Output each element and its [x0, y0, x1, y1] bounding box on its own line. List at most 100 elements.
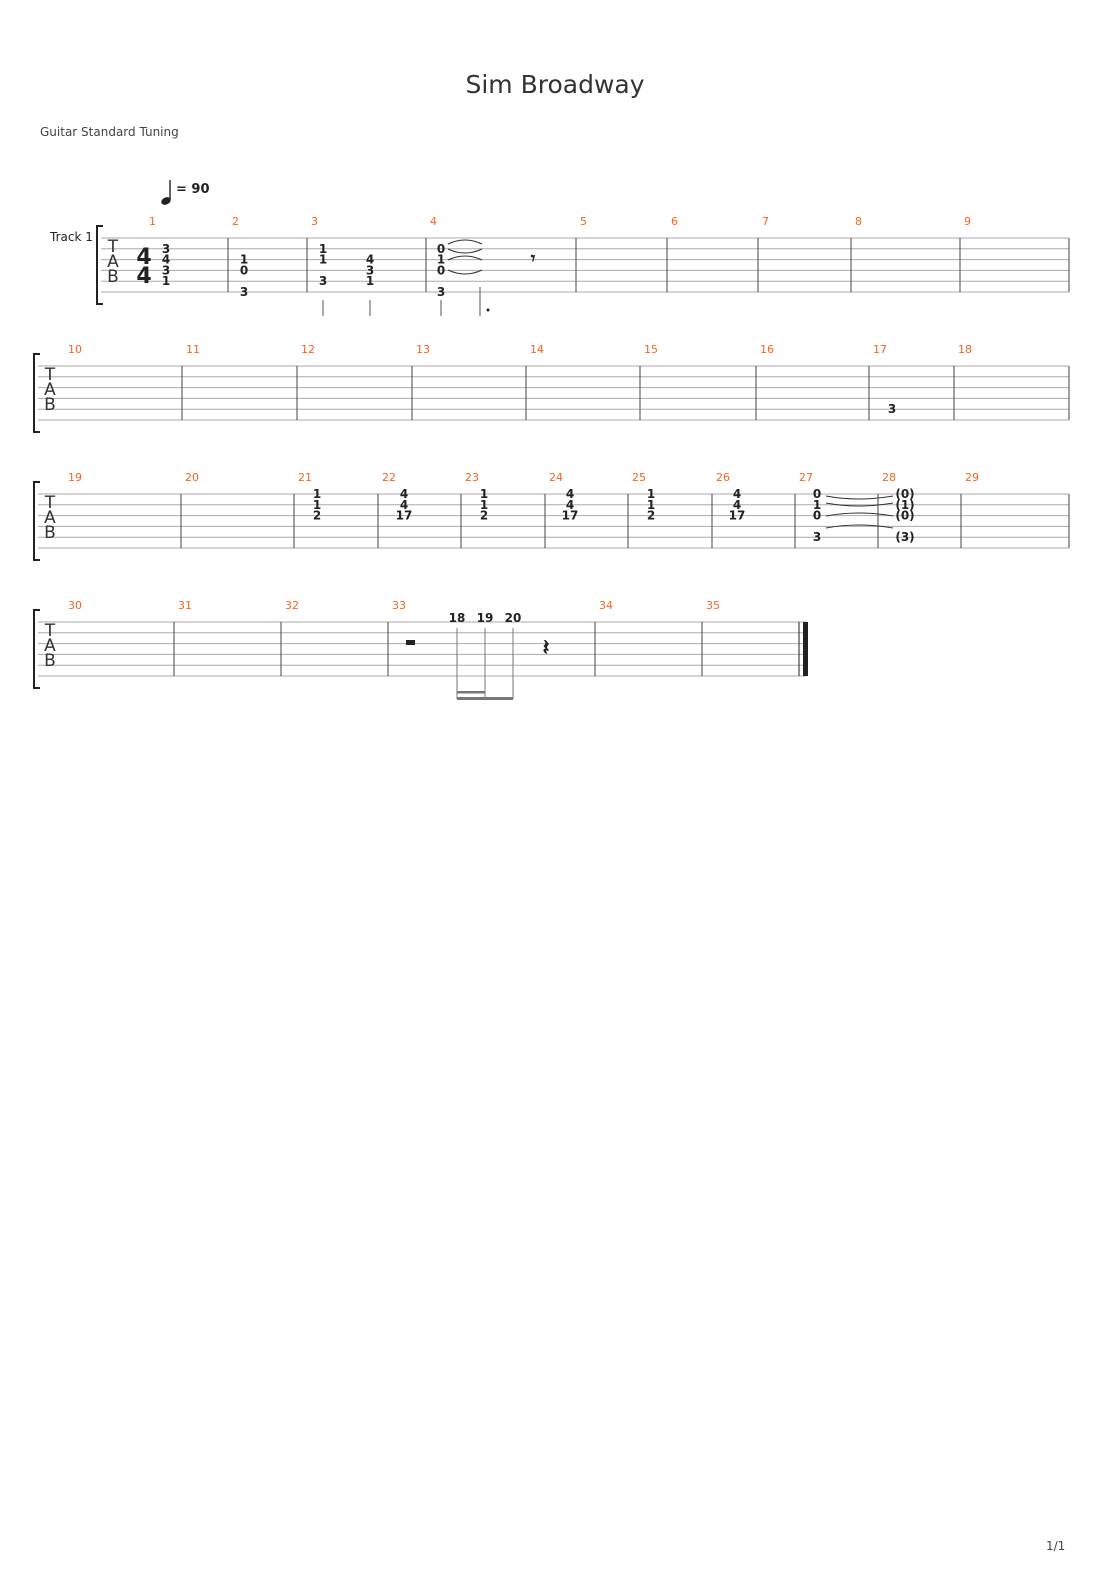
measure-number: 35	[706, 599, 720, 612]
fret-number: (1)	[895, 498, 914, 512]
measure-number: 33	[392, 599, 406, 612]
eighth-rest-icon: 𝄾	[531, 249, 536, 269]
fret-number: 1	[813, 498, 821, 512]
fret-number: 3	[813, 530, 821, 544]
measure-number: 32	[285, 599, 299, 612]
measure-number: 25	[632, 471, 646, 484]
fret-number: 19	[477, 611, 494, 625]
quarter-rest-icon: 𝄽	[543, 636, 550, 661]
measure-number: 28	[882, 471, 896, 484]
measure-number: 17	[873, 343, 887, 356]
fret-number: 4	[162, 253, 170, 267]
system-bracket	[33, 353, 40, 433]
fret-number: 1	[366, 274, 374, 288]
fret-number: (0)	[895, 509, 914, 523]
tab-letter-b: B	[44, 523, 56, 543]
fret-number: 4	[400, 498, 408, 512]
time-signature-bottom: 4	[136, 264, 151, 289]
measure-number: 10	[68, 343, 82, 356]
fret-number: 0	[437, 263, 445, 277]
measure-number: 23	[465, 471, 479, 484]
fret-number: 3	[162, 242, 170, 256]
page-number: 1/1	[1046, 1539, 1066, 1553]
measure-number: 7	[762, 215, 769, 228]
tab-letter-a: A	[44, 636, 56, 656]
tab-letter-a: A	[44, 508, 56, 528]
time-signature-top: 4	[136, 245, 151, 270]
fret-number: 2	[647, 509, 655, 523]
tie-arc	[825, 502, 894, 507]
measure-number: 11	[186, 343, 200, 356]
measure-number: 26	[716, 471, 730, 484]
primary-beam	[457, 697, 513, 700]
tab-letter-t: T	[44, 493, 56, 513]
fret-number: 4	[733, 498, 741, 512]
tab-letter-b: B	[107, 267, 119, 287]
tab-letter-b: B	[44, 651, 56, 671]
secondary-beam	[457, 691, 485, 694]
fret-number: 17	[396, 509, 413, 523]
fret-number: 3	[437, 285, 445, 299]
fret-number: (0)	[895, 487, 914, 501]
fret-number: 3	[888, 402, 896, 416]
fret-number: (3)	[895, 530, 914, 544]
fret-number: 1	[319, 253, 327, 267]
fret-number: 0	[240, 263, 248, 277]
measure-number: 6	[671, 215, 678, 228]
measure-number: 24	[549, 471, 563, 484]
final-barline	[803, 622, 808, 676]
measure-number: 8	[855, 215, 862, 228]
measure-number: 29	[965, 471, 979, 484]
fret-number: 1	[647, 498, 655, 512]
fret-number: 3	[319, 274, 327, 288]
measure-number: 34	[599, 599, 613, 612]
measure-number: 1	[149, 215, 156, 228]
measure-number: 14	[530, 343, 544, 356]
tie-arc	[447, 269, 483, 275]
tuning-label: Guitar Standard Tuning	[40, 125, 179, 139]
tempo-marking: = 90	[176, 182, 210, 197]
measure-number: 12	[301, 343, 315, 356]
fret-number: 4	[566, 498, 574, 512]
fret-number: 4	[366, 253, 374, 267]
measure-number: 2	[232, 215, 239, 228]
fret-number: 3	[366, 263, 374, 277]
measure-number: 16	[760, 343, 774, 356]
quarter-note-icon	[161, 197, 171, 205]
half-rest-icon	[406, 640, 415, 645]
system-bracket	[33, 609, 40, 689]
system-bracket	[96, 225, 103, 305]
system-bracket	[33, 481, 40, 561]
measure-number: 5	[580, 215, 587, 228]
measure-number: 31	[178, 599, 192, 612]
fret-number: 1	[313, 498, 321, 512]
fret-number: 18	[449, 611, 466, 625]
measure-number: 15	[644, 343, 658, 356]
fret-number: 4	[733, 487, 741, 501]
tie-arc	[825, 512, 894, 517]
tab-letter-t: T	[44, 365, 56, 385]
measure-number: 18	[958, 343, 972, 356]
tie-arc	[825, 524, 894, 529]
fret-number: 1	[240, 253, 248, 267]
fret-number: 0	[813, 487, 821, 501]
fret-number: 1	[313, 487, 321, 501]
fret-number: 0	[813, 509, 821, 523]
measure-number: 27	[799, 471, 813, 484]
tab-letter-t: T	[44, 621, 56, 641]
measure-number: 4	[430, 215, 437, 228]
fret-number: 4	[566, 487, 574, 501]
tab-letter-a: A	[44, 380, 56, 400]
fret-number: 3	[162, 263, 170, 277]
measure-number: 22	[382, 471, 396, 484]
fret-number: 1	[480, 498, 488, 512]
measure-number: 21	[298, 471, 312, 484]
fret-number: 3	[240, 285, 248, 299]
measure-number: 19	[68, 471, 82, 484]
score-title: Sim Broadway	[465, 70, 645, 99]
fret-number: 17	[562, 509, 579, 523]
tie-arc	[447, 248, 483, 254]
fret-number: 1	[437, 253, 445, 267]
fret-number: 4	[400, 487, 408, 501]
